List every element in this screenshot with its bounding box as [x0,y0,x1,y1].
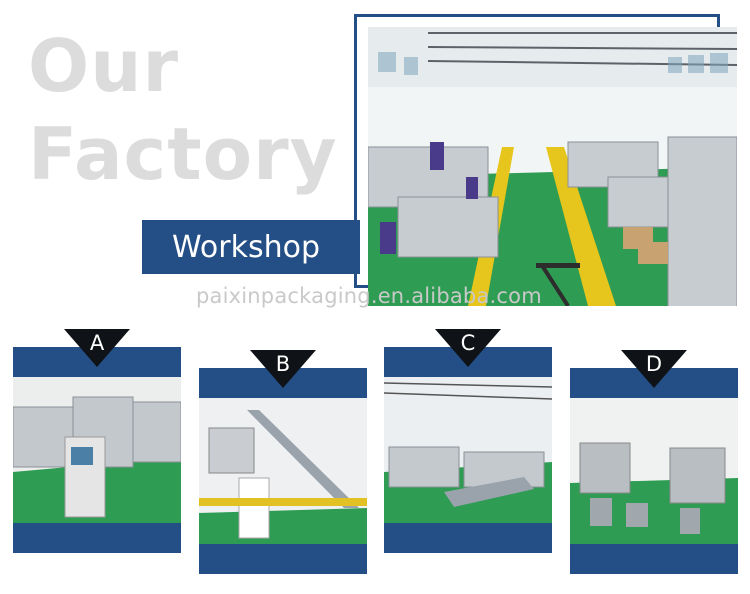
card-letter: A [89,331,105,355]
title-line-2: Factory [28,112,338,196]
card-pointer [621,350,687,388]
card-letter: B [275,352,291,376]
card-pointer [250,350,316,388]
card-bottom-bar [199,544,367,574]
hero-workshop-photo [368,27,737,306]
card-photo [384,377,552,523]
card-bottom-bar [570,544,738,574]
card-bottom-bar [13,523,181,553]
title-line-1: Our [28,24,179,108]
card-letter: D [645,352,663,376]
card-pointer [64,329,130,367]
watermark: paixinpackaging.en.alibaba.com [196,284,542,308]
card-photo [570,398,738,544]
card-photo [13,377,181,523]
card-a: A [13,329,181,553]
card-d: D [570,350,738,574]
section-tag-workshop: Workshop [142,220,360,274]
card-pointer [435,329,501,367]
card-photo [199,398,367,544]
card-bottom-bar [384,523,552,553]
card-letter: C [460,331,476,355]
card-b: B [199,350,367,574]
card-c: C [384,329,552,553]
